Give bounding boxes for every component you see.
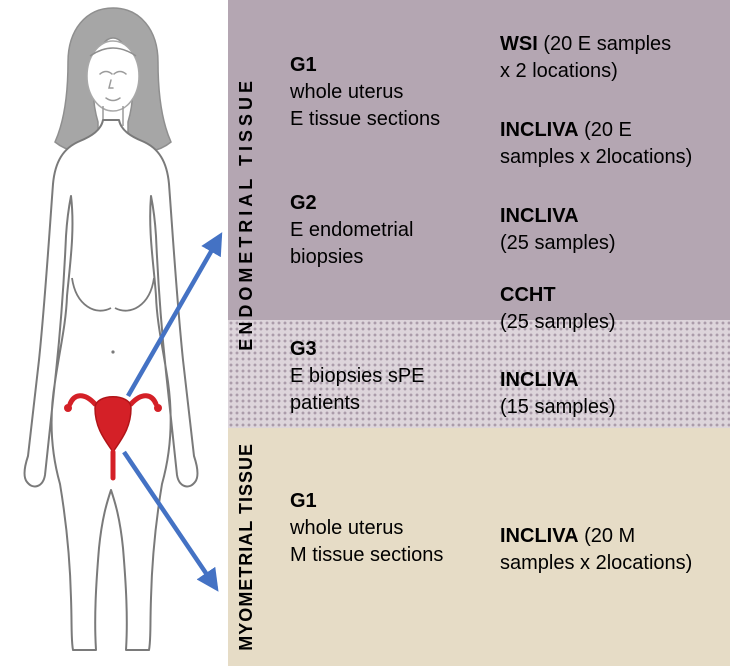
sample-source: INCLIVA — [500, 525, 579, 547]
sample-ccht-endometrial-g2: CCHT (25 samples) — [500, 255, 730, 336]
group-id: G3 — [290, 338, 317, 360]
sample-detail: (25 samples) — [500, 311, 616, 333]
myometrial-section-label: MYOMETRIAL TISSUE — [230, 428, 262, 666]
sample-incliva-endometrial-g1: INCLIVA (20 E samples x 2locations) — [500, 90, 730, 171]
face-features — [99, 70, 127, 102]
sample-wsi-endometrial: WSI (20 E samples x 2 locations) — [500, 4, 730, 85]
endometrial-section-label: ENDOMETRIAL TISSUE — [230, 0, 262, 428]
myometrial-panel — [228, 428, 730, 666]
face — [86, 40, 140, 112]
hairline — [89, 47, 137, 57]
group-id: G1 — [290, 54, 317, 76]
myometrial-label-text: MYOMETRIAL TISSUE — [235, 443, 256, 651]
group-endometrial-g1: G1 whole uterus E tissue sections — [290, 52, 495, 133]
group-id: G2 — [290, 192, 317, 214]
group-id: G1 — [290, 490, 317, 512]
endometrial-label-text: ENDOMETRIAL TISSUE — [235, 77, 256, 351]
sample-source: INCLIVA — [500, 205, 579, 227]
sample-source: WSI — [500, 33, 538, 55]
group-desc: whole uterus M tissue sections — [290, 517, 444, 566]
group-myometrial-g1: G1 whole uterus M tissue sections — [290, 488, 495, 569]
hair-shape — [54, 7, 172, 153]
g3-dotted-strip — [228, 320, 730, 428]
sample-detail: (15 samples) — [500, 396, 616, 418]
sample-detail: (20 E samples x 2 locations) — [500, 33, 672, 82]
group-desc: E endometrial biopsies — [290, 219, 414, 268]
female-body-figure — [23, 7, 199, 651]
group-endometrial-g3: G3 E biopsies sPE patients — [290, 336, 495, 417]
sample-incliva-myometrial-g1: INCLIVA (20 M samples x 2locations) — [500, 496, 730, 577]
sample-incliva-endometrial-g3: INCLIVA (15 samples) — [500, 340, 730, 421]
sample-source: CCHT — [500, 284, 556, 306]
sample-detail: (20 E samples x 2locations) — [500, 119, 693, 168]
group-desc: whole uterus E tissue sections — [290, 81, 441, 130]
sample-detail: (25 samples) — [500, 232, 616, 254]
sample-source: INCLIVA — [500, 119, 579, 141]
endometrial-panel — [228, 0, 730, 320]
group-desc: E biopsies sPE patients — [290, 365, 425, 414]
sample-source: INCLIVA — [500, 369, 579, 391]
navel — [111, 350, 115, 354]
sample-detail: (20 M samples x 2locations) — [500, 525, 693, 574]
body-outline — [23, 119, 199, 651]
uterus-icon — [64, 393, 162, 481]
sample-incliva-endometrial-g2: INCLIVA (25 samples) — [500, 176, 730, 257]
group-endometrial-g2: G2 E endometrial biopsies — [290, 190, 495, 271]
